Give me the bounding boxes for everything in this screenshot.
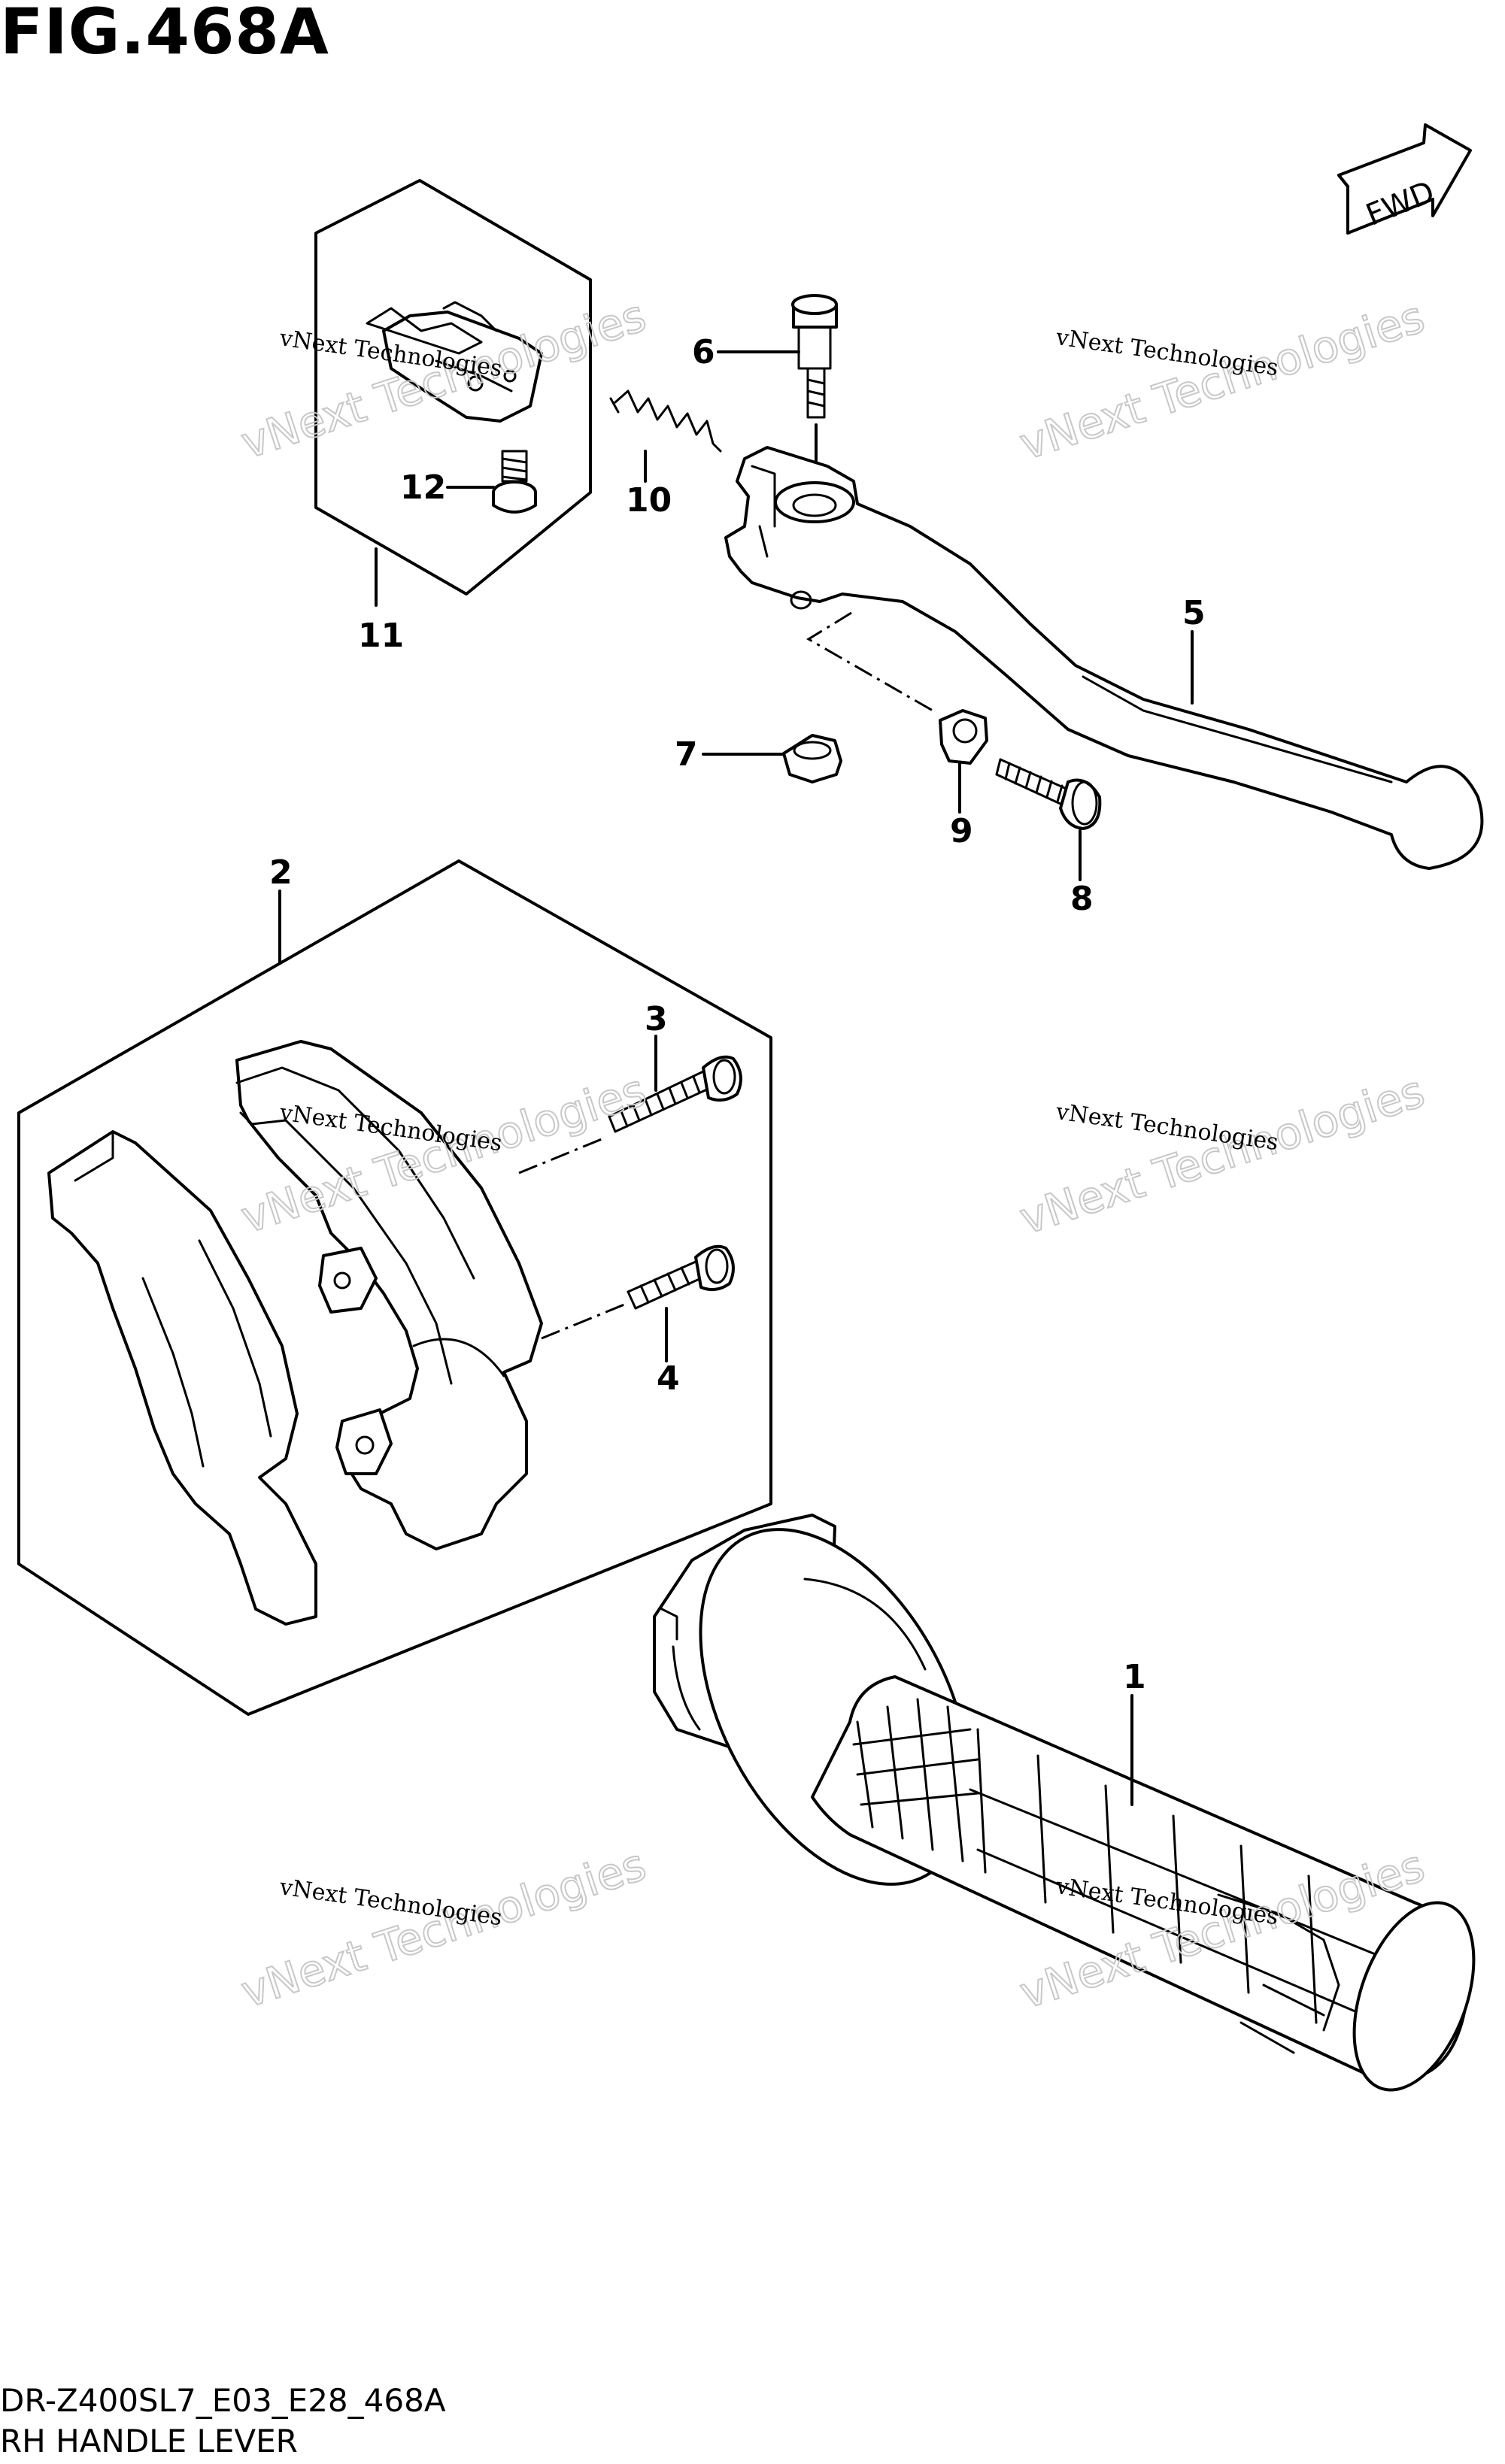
callout-12: 12	[400, 468, 446, 507]
part-6-pivot-bolt	[791, 294, 838, 419]
fwd-arrow-icon: FWD	[1337, 123, 1472, 235]
callout-11: 11	[358, 617, 404, 655]
part-3-screw	[608, 1055, 742, 1133]
part-5-lever	[724, 446, 1484, 870]
assembly-line-4	[541, 1303, 625, 1340]
figure-title: FIG.468A	[0, 0, 329, 68]
assembly-line-3	[518, 1138, 602, 1174]
callout-4: 4	[657, 1359, 680, 1398]
callout-3: 3	[645, 1000, 668, 1038]
part-11-switch	[366, 301, 543, 423]
part-7-nut	[782, 734, 842, 783]
watermark-top-right: vNext Technologies vNext Technologies	[1013, 290, 1431, 471]
callout-5: 5	[1182, 594, 1206, 632]
callout-10: 10	[626, 481, 672, 520]
part-2-bracket	[47, 1040, 543, 1626]
part-10-spring	[609, 389, 722, 453]
model-code: DR-Z400SL7_E03_E28_468A	[0, 2382, 446, 2419]
part-9-nut	[939, 709, 988, 765]
svg-text:vNext Technologies: vNext Technologies	[1014, 291, 1431, 470]
part-8-bolt	[995, 758, 1102, 830]
callout-8: 8	[1070, 880, 1094, 918]
svg-text:vNext Technologies: vNext Technologies	[235, 1838, 652, 2017]
callout-1: 1	[1123, 1658, 1146, 1696]
callout-6: 6	[692, 333, 715, 371]
watermark-bottom-left: vNext Technologies vNext Technologies	[235, 1838, 653, 2018]
part-4-screw	[627, 1244, 735, 1310]
group-outline-2	[17, 859, 772, 1716]
assembly-line-9	[806, 611, 933, 712]
part-12-screw	[492, 450, 537, 514]
svg-text:vNext Technologies: vNext Technologies	[1014, 1065, 1431, 1244]
part-1-grip	[653, 1514, 1476, 2092]
watermark-mid-right: vNext Technologies vNext Technologies	[1013, 1065, 1431, 1245]
callout-2: 2	[269, 853, 293, 892]
callout-7: 7	[675, 735, 698, 774]
group-outline-11	[314, 179, 592, 596]
figure-caption: RH HANDLE LEVER	[0, 2423, 298, 2459]
callout-9: 9	[950, 812, 973, 850]
